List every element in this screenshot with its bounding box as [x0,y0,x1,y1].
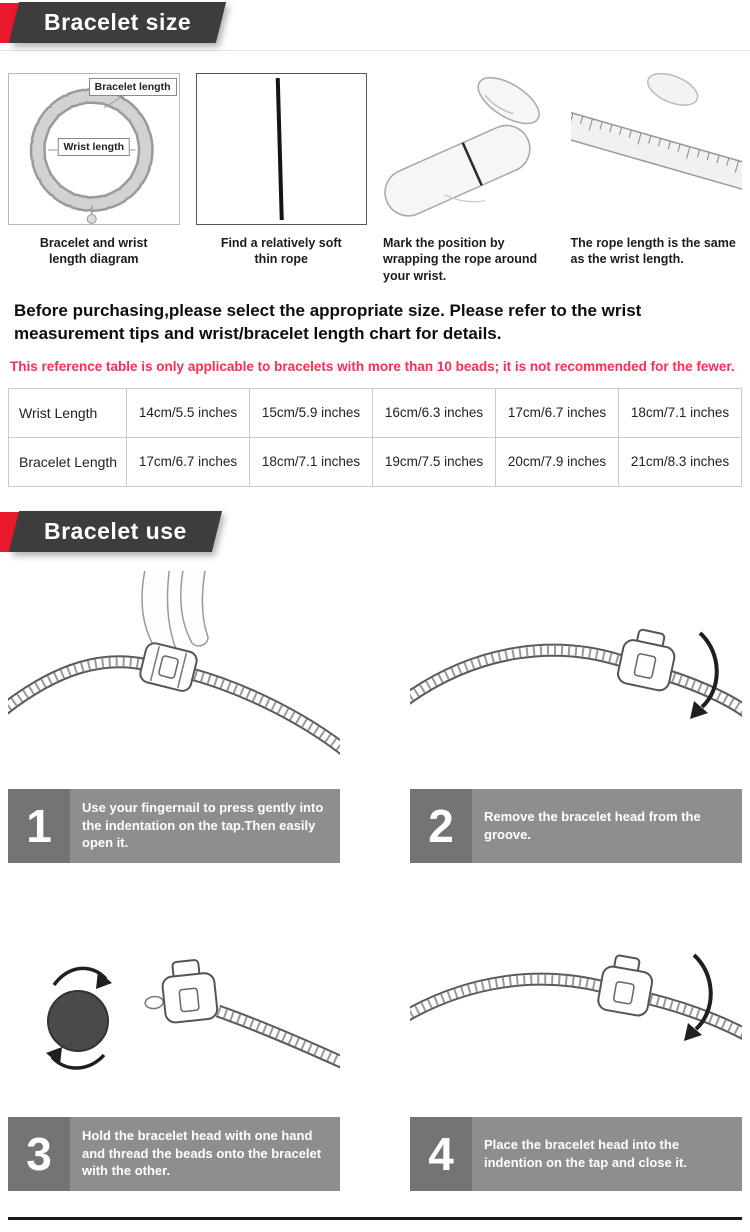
rotate-arrows [46,966,112,1070]
step-number: 4 [410,1116,472,1191]
bracelet-size-title: Bracelet size [44,9,192,35]
size-selection-notice: Before purchasing,please select the appr… [14,300,642,343]
step-number: 1 [8,788,70,863]
measure-step-1: Bracelet length Wrist length Bracelet an… [8,73,180,284]
step-1-image [8,570,340,789]
wrist-length-label: Wrist length [57,138,130,156]
step-4-illustration [410,953,742,1041]
clasp-open [617,628,676,691]
step-number: 2 [410,788,472,863]
measure-step-3: Mark the position by wrapping the rope a… [383,73,555,284]
divider [0,50,750,51]
measure-step-2: Find a relatively soft thin rope [195,73,367,284]
banner-plate: Bracelet use [8,510,222,552]
use-step-panel-1: 1 Use your fingernail to press gently in… [8,570,340,863]
step-2-illustration [410,628,742,719]
measure-step-3-caption: Mark the position by wrapping the rope a… [383,236,538,283]
table-cell: 16cm/6.3 inches [372,387,496,438]
clasp-open [144,958,219,1024]
row-header: Wrist Length [8,387,127,438]
step-2-image [410,570,742,789]
step-3-image [8,898,340,1117]
rope-illustration [275,77,284,221]
step-number: 3 [8,1116,70,1191]
table-cell: 19cm/7.5 inches [372,436,496,487]
step-3-illustration [46,958,340,1070]
wrist-wrap-illustration [384,76,540,217]
use-step-panel-3: 3 Hold the bracelet head with one hand a… [8,898,340,1191]
table-cell: 18cm/7.1 inches [249,436,373,487]
use-step-panel-2: 2 Remove the bracelet head from the groo… [410,570,742,863]
bracelet-length-label: Bracelet length [88,78,177,96]
banner-plate: Bracelet size [8,2,227,43]
step-caption: Hold the bracelet head with one hand and… [82,1128,322,1179]
step-caption: Place the bracelet head into the indenti… [484,1137,687,1170]
table-cell: 14cm/5.5 inches [126,387,250,438]
table-cell: 21cm/8.3 inches [618,436,742,487]
bead [47,989,109,1052]
rope [410,643,742,717]
table-cell: 17cm/6.7 inches [495,387,619,438]
table-cell: 15cm/5.9 inches [249,387,373,438]
bracelet-length-row: Bracelet Length 17cm/6.7 inches 18cm/7.1… [8,436,742,487]
rope-image [195,73,367,225]
reference-table-warning: This reference table is only applicable … [10,358,735,374]
size-chart-table: Wrist Length 14cm/5.5 inches 15cm/5.9 in… [8,387,742,487]
step-1-caption-bar: 1 Use your fingernail to press gently in… [8,788,340,863]
step-1-illustration [8,570,340,755]
row-header: Bracelet Length [8,436,127,487]
bracelet-use-banner: Bracelet use [0,509,750,559]
wrist-length-row: Wrist Length 14cm/5.5 inches 15cm/5.9 in… [8,387,742,438]
bracelet-use-title: Bracelet use [44,517,187,544]
measure-step-4-caption: The rope length is the same as the wrist… [570,236,736,267]
table-cell: 17cm/6.7 inches [126,436,250,487]
wrist-wrap-image [383,73,555,225]
rotate-arrow [684,953,713,1041]
ruler-illustration [570,73,742,193]
step-2-caption-bar: 2 Remove the bracelet head from the groo… [410,788,742,863]
clasp [597,954,654,1017]
rotate-arrow [690,631,719,719]
clasp [139,641,198,692]
ruler-image [570,73,742,225]
rope [8,654,340,755]
measurement-steps: Bracelet length Wrist length Bracelet an… [0,65,750,284]
measure-step-1-caption: Bracelet and wrist length diagram [39,236,148,267]
step-4-image [410,898,742,1117]
table-cell: 18cm/7.1 inches [618,387,742,438]
table-cell: 20cm/7.9 inches [495,436,619,487]
bracelet-size-banner: Bracelet size [0,0,750,50]
measure-step-2-caption: Find a relatively soft thin rope [220,236,342,267]
use-steps-grid: 1 Use your fingernail to press gently in… [0,559,750,1191]
bracelet-diagram-image: Bracelet length Wrist length [8,73,180,225]
bottom-divider [8,1216,742,1220]
step-3-caption-bar: 3 Hold the bracelet head with one hand a… [8,1116,340,1191]
fingers [141,570,209,657]
measure-step-4: The rope length is the same as the wrist… [570,73,742,284]
use-step-panel-4: 4 Place the bracelet head into the inden… [410,898,742,1191]
step-caption: Use your fingernail to press gently into… [82,800,324,851]
rope [215,1004,340,1069]
rope [410,972,742,1040]
bracelet-illustration [29,88,154,224]
step-caption: Remove the bracelet head from the groove… [484,809,701,842]
step-4-caption-bar: 4 Place the bracelet head into the inden… [410,1116,742,1191]
